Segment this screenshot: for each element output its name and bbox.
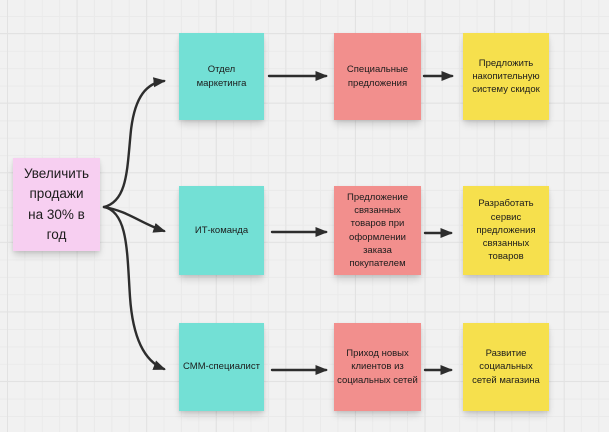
initiative-note-label: Специальные предложения <box>346 64 409 89</box>
outcome-note-label: Разработать сервис предложения связанных… <box>476 198 536 263</box>
goal-note-label: Увеличить продажи на 30% в год <box>23 166 90 242</box>
sticky-note-outcome-1[interactable]: Предложить накопительную систему скидок <box>463 33 549 120</box>
sticky-note-team-1[interactable]: Отдел маркетинга <box>179 33 264 120</box>
connector-goal-team-1[interactable] <box>102 77 166 209</box>
sticky-note-goal[interactable]: Увеличить продажи на 30% в год <box>13 158 100 251</box>
sticky-note-team-2[interactable]: ИТ-команда <box>179 186 264 275</box>
team-note-label: Отдел маркетинга <box>196 64 247 89</box>
initiative-note-label: Приход новых клиентов из социальных сете… <box>337 348 418 386</box>
team-note-label: СММ-специалист <box>183 361 260 373</box>
outcome-note-label: Развитие социальных сетей магазина <box>472 348 540 386</box>
sticky-note-outcome-3[interactable]: Развитие социальных сетей магазина <box>463 323 549 411</box>
sticky-note-team-3[interactable]: СММ-специалист <box>179 323 264 411</box>
sticky-note-outcome-2[interactable]: Разработать сервис предложения связанных… <box>463 186 549 275</box>
sticky-note-initiative-2[interactable]: Предложение связанных товаров при оформл… <box>334 186 421 275</box>
team-note-label: ИТ-команда <box>194 224 249 236</box>
connector-goal-team-3[interactable] <box>102 205 166 371</box>
initiative-note-label: Предложение связанных товаров при оформл… <box>346 191 409 270</box>
sticky-note-initiative-3[interactable]: Приход новых клиентов из социальных сете… <box>334 323 421 411</box>
outcome-note-label: Предложить накопительную систему скидок <box>472 57 540 96</box>
sticky-note-initiative-1[interactable]: Специальные предложения <box>334 33 421 120</box>
